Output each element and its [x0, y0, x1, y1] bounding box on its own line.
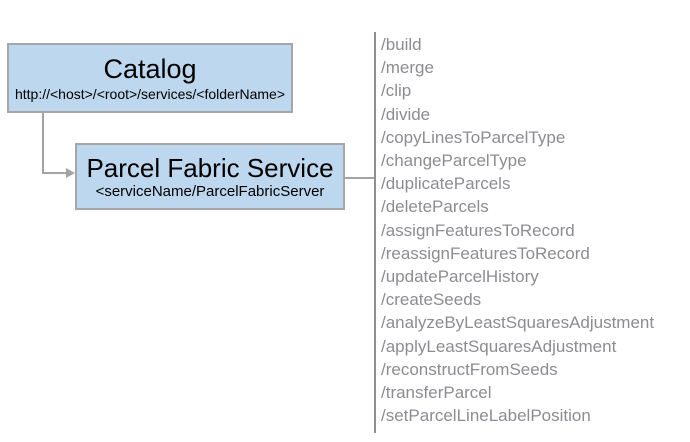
endpoint-item: /divide	[381, 104, 431, 124]
service-url: <serviceName/ParcelFabricServer	[95, 182, 325, 200]
parcel-fabric-service-node: Parcel Fabric Service <serviceName/Parce…	[75, 143, 345, 210]
endpoint-item: /transferParcel	[381, 383, 492, 403]
catalog-url: http://<host>/<root>/services/<folderNam…	[14, 85, 286, 102]
endpoint-item: /updateParcelHistory	[381, 267, 539, 287]
service-title: Parcel Fabric Service	[86, 152, 334, 183]
endpoint-item: /merge	[381, 58, 434, 78]
endpoint-item: /deleteParcels	[381, 197, 489, 217]
endpoint-item: /reconstructFromSeeds	[381, 359, 558, 379]
endpoint-item: /changeParcelType	[381, 151, 527, 171]
endpoint-item: /reassignFeaturesToRecord	[381, 243, 590, 263]
catalog-to-service-connector-horizontal	[42, 172, 68, 174]
endpoint-item: /assignFeaturesToRecord	[381, 220, 575, 240]
endpoint-item: /createSeeds	[381, 290, 482, 310]
endpoint-item: /analyzeByLeastSquaresAdjustment	[381, 313, 655, 333]
service-to-endpoints-connector	[345, 177, 374, 179]
endpoint-item: /clip	[381, 81, 412, 101]
endpoint-item: /copyLinesToParcelType	[381, 127, 566, 147]
catalog-node: Catalog http://<host>/<root>/services/<f…	[7, 43, 293, 113]
endpoint-item: /build	[381, 35, 422, 54]
endpoint-item: /setParcelLineLabelPosition	[381, 406, 591, 426]
endpoint-item: /applyLeastSquaresAdjustment	[381, 336, 617, 356]
arrow-right-icon	[66, 168, 75, 178]
catalog-to-service-connector-vertical	[42, 113, 44, 174]
endpoint-item: /duplicateParcels	[381, 174, 511, 194]
endpoints-divider-line	[374, 32, 376, 433]
catalog-title: Catalog	[103, 53, 197, 84]
endpoint-list: /build/merge/clip/divide/copyLinesToParc…	[381, 33, 654, 427]
